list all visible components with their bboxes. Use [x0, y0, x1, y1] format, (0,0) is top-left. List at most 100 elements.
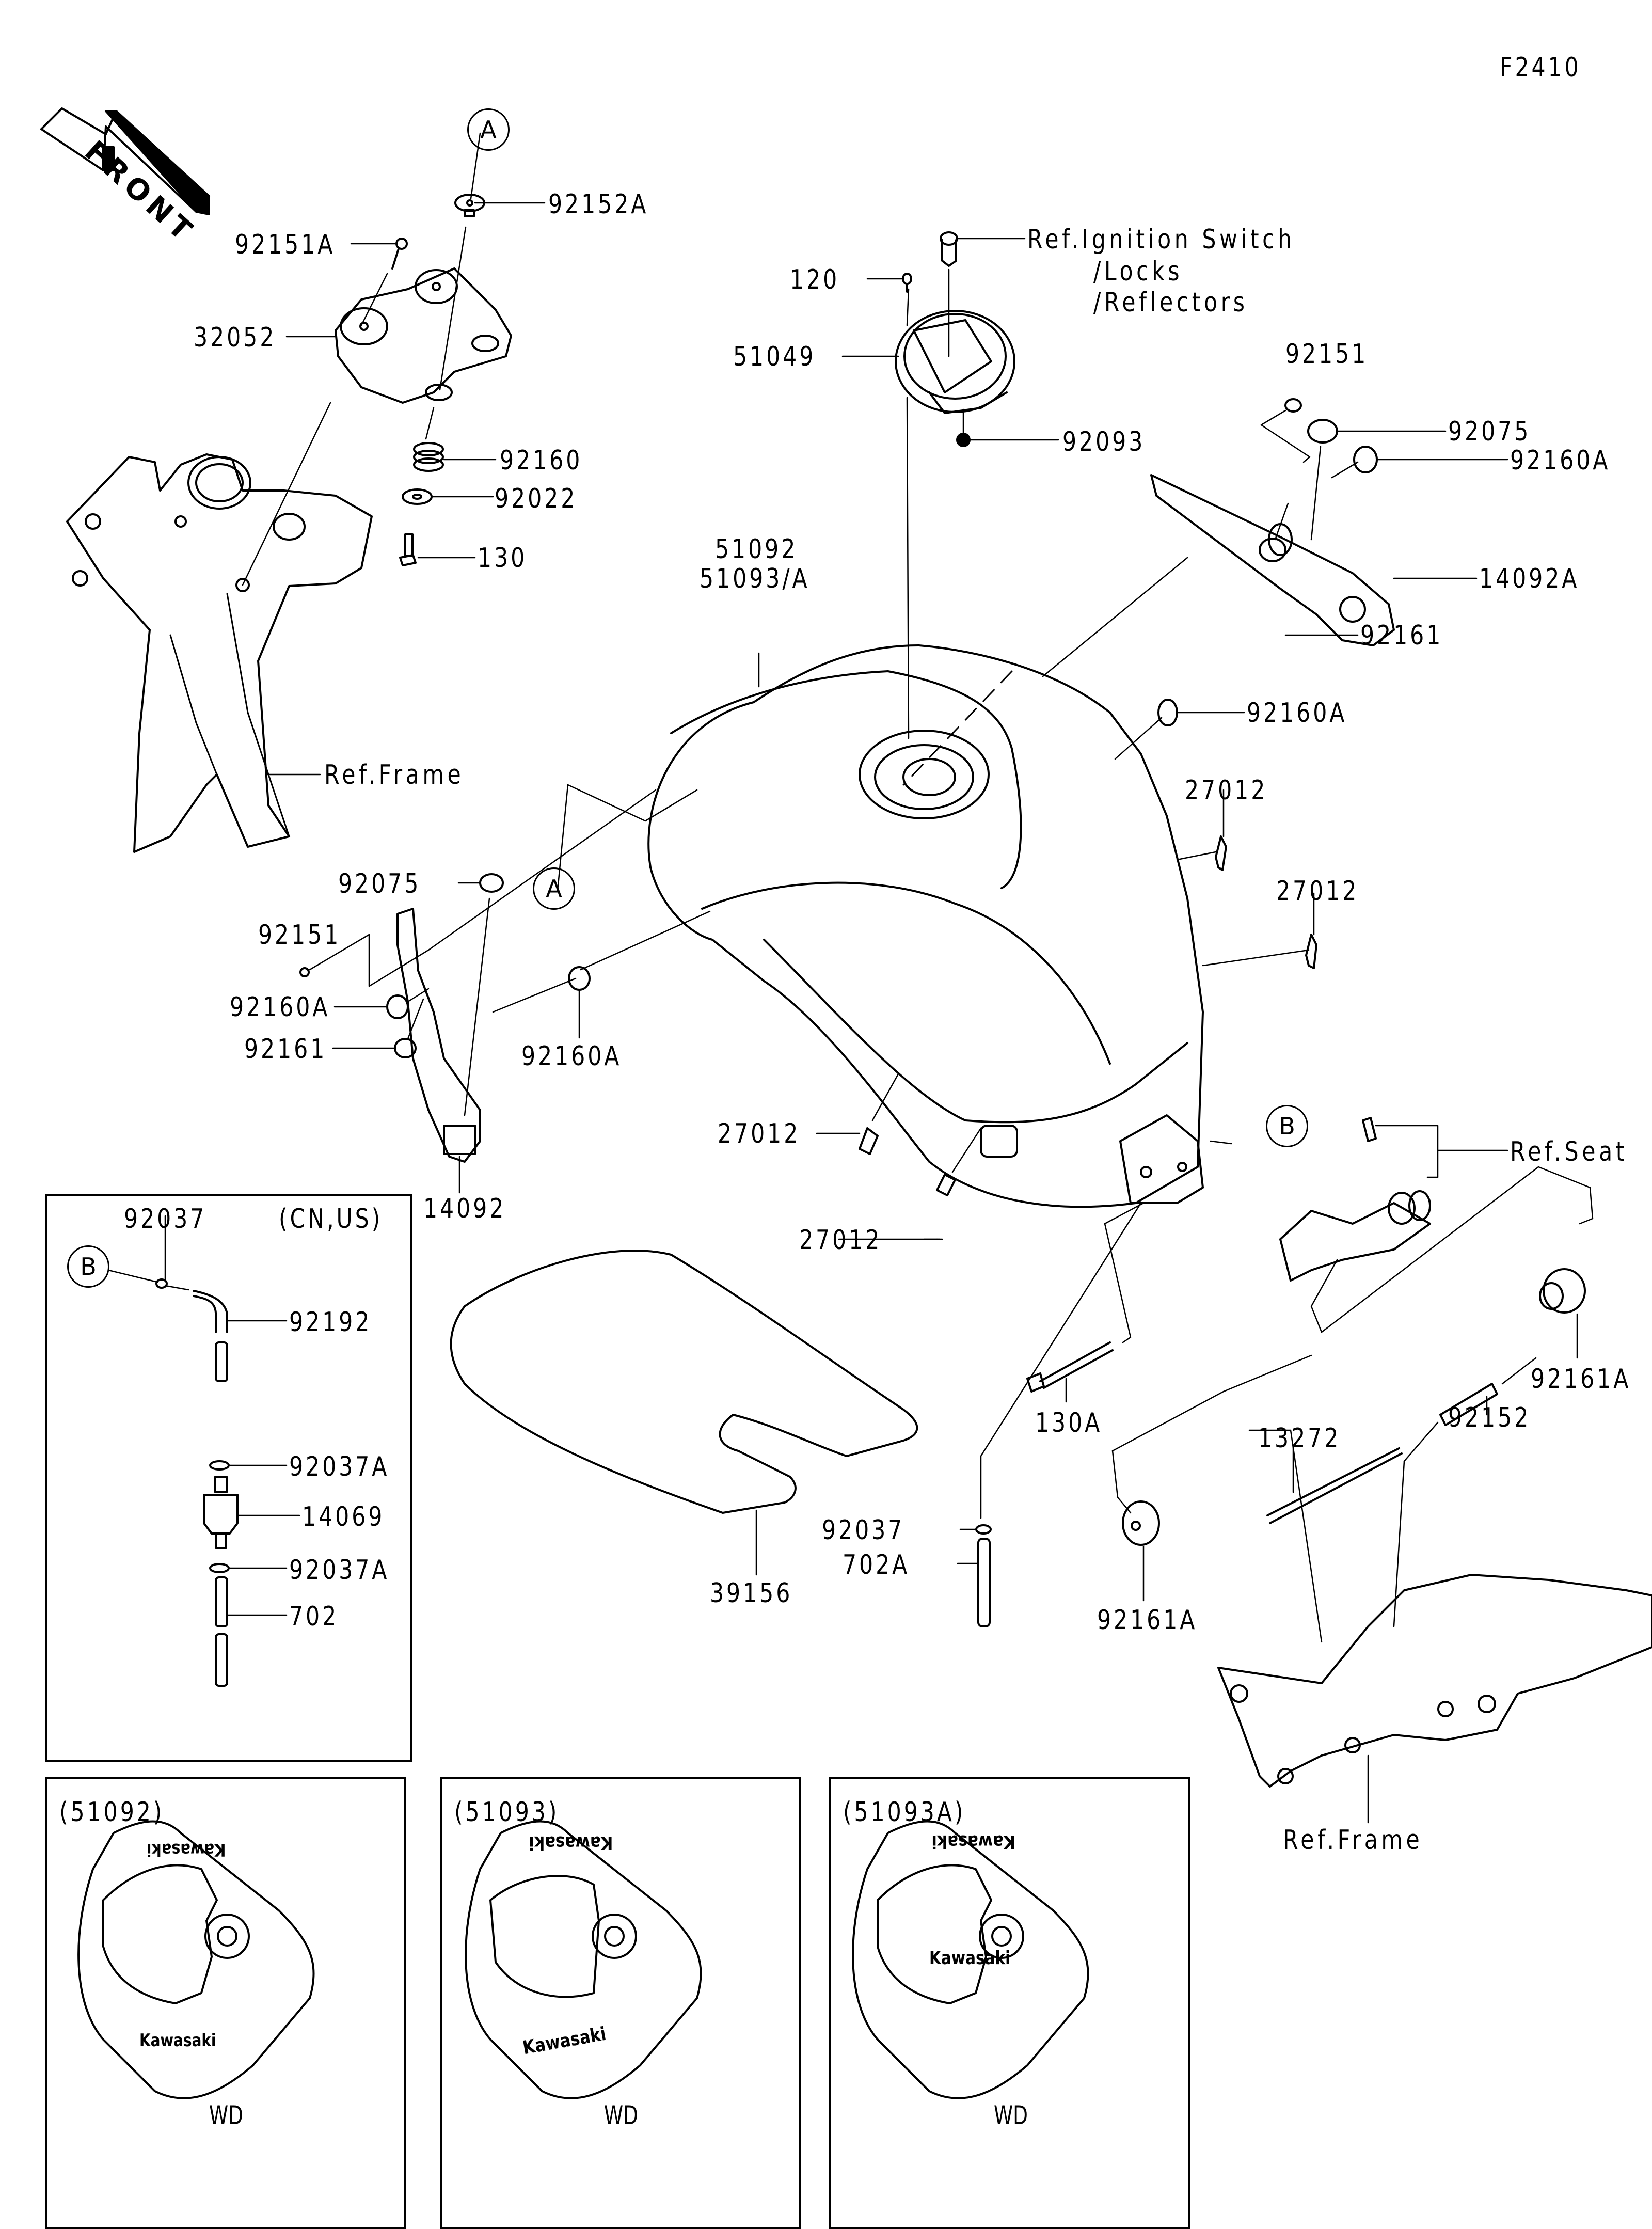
- grommet-92160A-right-drawing: [1332, 447, 1377, 478]
- part-label-92160A-mid[interactable]: 92160A: [521, 1041, 622, 1072]
- part-label-14092[interactable]: 14092: [423, 1193, 506, 1224]
- bracket-32052-drawing: [336, 268, 511, 403]
- cap-92075-right-drawing: [1308, 420, 1337, 540]
- variant-caption-51093: WD: [604, 2100, 638, 2130]
- rod-13272-drawing: [1267, 1446, 1402, 1523]
- grommet-92160A-mid-drawing: [493, 911, 710, 1012]
- variant-51093A-drawing: [853, 1822, 1088, 2098]
- ref-label-reflectors[interactable]: /Reflectors: [1093, 287, 1248, 318]
- part-label-51093-A[interactable]: 51093/A: [700, 563, 810, 594]
- part-label-92161A-right[interactable]: 92161A: [1531, 1364, 1631, 1395]
- part-label-32052[interactable]: 32052: [194, 322, 277, 353]
- part-label-92160[interactable]: 92160: [500, 445, 583, 476]
- part-label-92161-left[interactable]: 92161: [244, 1034, 327, 1065]
- part-label-13272[interactable]: 13272: [1258, 1423, 1341, 1454]
- inset-cn-us-panel: [45, 1194, 412, 1762]
- inset-part-label-92037A-lower[interactable]: 92037A: [289, 1555, 390, 1586]
- grommet-92160A-tank-drawing: [1115, 700, 1177, 759]
- fuel-tank-drawing: [648, 558, 1203, 1207]
- part-label-92075-left[interactable]: 92075: [338, 868, 421, 899]
- front-arrow-icon: [41, 108, 209, 214]
- part-label-92152[interactable]: 92152: [1448, 1402, 1531, 1433]
- parts-diagram-artwork: [0, 0, 1652, 2135]
- fuel-cap-51049-drawing: [896, 289, 1014, 738]
- ref-label-locks[interactable]: /Locks: [1093, 256, 1183, 287]
- variant-51092-drawing: [78, 1822, 313, 2098]
- collar-92152A-drawing: [440, 133, 484, 390]
- hose-702A-drawing: [958, 1525, 991, 1626]
- front-frame-drawing: [67, 403, 372, 852]
- inset-cn-us-drawing: [108, 1216, 299, 1686]
- part-label-27012-side[interactable]: 27012: [718, 1118, 801, 1149]
- part-label-39156[interactable]: 39156: [710, 1578, 793, 1609]
- inset-part-label-92037A-upper[interactable]: 92037A: [289, 1451, 390, 1482]
- figure-code: F2410: [1500, 52, 1581, 83]
- part-label-92075-right[interactable]: 92075: [1448, 416, 1531, 447]
- part-label-92160A-left[interactable]: 92160A: [230, 992, 330, 1023]
- part-label-92152A[interactable]: 92152A: [548, 189, 649, 220]
- inset-part-label-702[interactable]: 702: [289, 1601, 339, 1632]
- bolt-130-drawing: [400, 534, 416, 565]
- nut-92093-drawing: [957, 409, 970, 446]
- variant-51093-drawing: [466, 1822, 701, 2098]
- ref-label-seat[interactable]: Ref.Seat: [1510, 1136, 1628, 1167]
- variant-logo-51093A-top: Kawasaki: [931, 1831, 1016, 1852]
- ref-marker-a-tank: A: [533, 867, 575, 910]
- part-label-14092A[interactable]: 14092A: [1479, 563, 1580, 594]
- part-label-92160A-tank[interactable]: 92160A: [1247, 698, 1347, 729]
- part-label-92161-right[interactable]: 92161: [1360, 620, 1443, 651]
- part-label-92151-left[interactable]: 92151: [258, 920, 341, 951]
- bolt-92151A-drawing: [361, 239, 407, 325]
- label-plate-27012-drawings: [860, 790, 1316, 1195]
- bolt-92151-right-drawing: [1261, 399, 1310, 462]
- rear-hinge-bracket-drawing: [981, 1115, 1231, 1518]
- inset-part-label-14069[interactable]: 14069: [302, 1501, 385, 1532]
- inset-part-label-92192[interactable]: 92192: [289, 1307, 372, 1338]
- part-label-92151A[interactable]: 92151A: [235, 229, 336, 260]
- part-label-92151-right[interactable]: 92151: [1285, 339, 1369, 370]
- washer-92022-drawing: [403, 489, 432, 504]
- part-label-27012-upper[interactable]: 27012: [1185, 775, 1268, 806]
- damper-92161A-left-drawing: [1113, 1355, 1322, 1642]
- part-label-130[interactable]: 130: [478, 543, 528, 574]
- variant-logo-51092-bottom: Kawasaki: [139, 2030, 216, 2051]
- screw-120-drawing: [903, 274, 911, 292]
- grommet-92160-drawing: [414, 408, 443, 471]
- inset-cn-us-title: (CN,US): [279, 1204, 383, 1235]
- variant-panel-51093: [440, 1777, 801, 2229]
- inset-part-label-92037[interactable]: 92037: [124, 1204, 207, 1235]
- part-label-92160A-right[interactable]: 92160A: [1510, 445, 1611, 476]
- bolt-92151-left-drawing: [300, 790, 656, 986]
- ref-label-frame-front[interactable]: Ref.Frame: [324, 760, 465, 791]
- ref-label-frame-rear[interactable]: Ref.Frame: [1283, 1825, 1423, 1856]
- part-label-92037[interactable]: 92037: [822, 1515, 905, 1546]
- collar-92152-drawing: [1394, 1358, 1536, 1626]
- part-label-120[interactable]: 120: [790, 264, 840, 295]
- part-label-27012-bottom[interactable]: 27012: [799, 1225, 882, 1256]
- rear-frame-drawing: [1218, 1575, 1652, 1823]
- variant-logo-51093A-bottom: Kawasaki: [929, 1948, 1011, 1969]
- part-label-51049[interactable]: 51049: [733, 341, 816, 372]
- part-label-92161A-left[interactable]: 92161A: [1097, 1605, 1198, 1636]
- part-label-92093[interactable]: 92093: [1062, 426, 1146, 457]
- part-label-27012-lower[interactable]: 27012: [1276, 876, 1359, 907]
- part-label-51092[interactable]: 51092: [715, 534, 798, 565]
- variant-caption-51092: WD: [209, 2100, 243, 2130]
- variant-title-51093: (51093): [454, 1797, 560, 1828]
- variant-title-51093A: (51093A): [843, 1797, 966, 1828]
- variant-caption-51093A: WD: [994, 2100, 1028, 2130]
- part-label-92022[interactable]: 92022: [495, 483, 578, 514]
- ref-label-ignition-switch[interactable]: Ref.Ignition Switch: [1027, 224, 1295, 255]
- part-label-702A[interactable]: 702A: [843, 1550, 910, 1580]
- ignition-key-cylinder-drawing: [941, 232, 957, 356]
- grommet-92161-right-drawing: [1260, 503, 1288, 561]
- ref-marker-b-inset: B: [67, 1245, 109, 1288]
- marker-connection-lines: [558, 785, 697, 891]
- leader-lines: [266, 203, 1507, 1239]
- ref-marker-b-tank: B: [1266, 1105, 1308, 1147]
- part-label-130A[interactable]: 130A: [1035, 1408, 1103, 1438]
- variant-logo-51092-top: Kawasaki: [146, 1839, 226, 1860]
- insulator-pad-39156-drawing: [451, 1251, 917, 1575]
- variant-logo-51093-top: Kawasaki: [529, 1832, 613, 1853]
- ref-marker-a-top: A: [467, 108, 510, 151]
